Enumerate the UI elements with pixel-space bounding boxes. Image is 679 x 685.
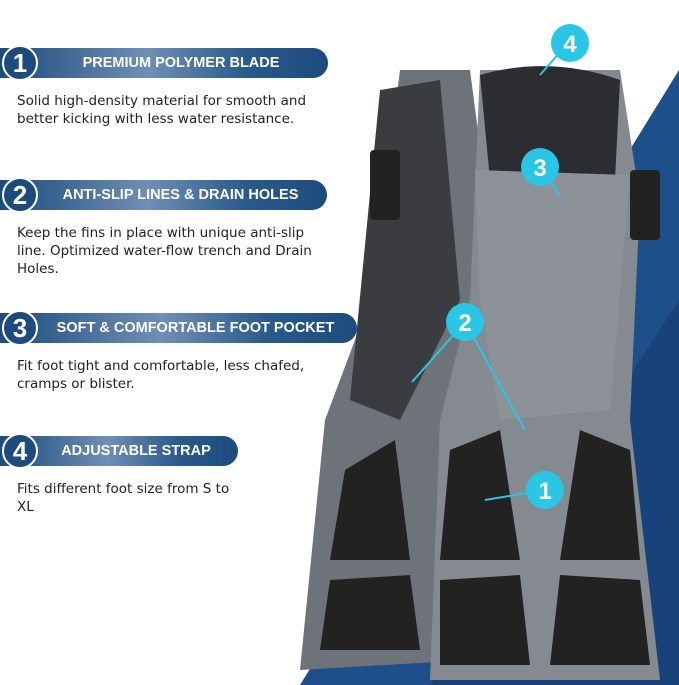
callout-2: 2: [458, 310, 471, 337]
feature-title: PREMIUM POLYMER BLADE: [82, 55, 280, 71]
feature-number: 1: [2, 45, 38, 81]
feature-title: ADJUSTABLE STRAP: [61, 443, 211, 459]
feature-description: Fits different foot size from S to XL: [17, 481, 230, 515]
right-fin: [370, 66, 660, 680]
feature-banner: 3 SOFT & COMFORTABLE FOOT POCKET: [0, 310, 357, 346]
feature-polymer-blade: 1 PREMIUM POLYMER BLADE Solid high-densi…: [0, 45, 328, 128]
feature-number: 4: [2, 433, 38, 469]
callout-1: 1: [538, 478, 551, 505]
feature-title: ANTI-SLIP LINES & DRAIN HOLES: [62, 187, 299, 203]
feature-number: 2: [2, 177, 38, 213]
feature-adjustable-strap: 4 ADJUSTABLE STRAP Fits different foot s…: [0, 433, 238, 516]
callout-4: 4: [563, 31, 577, 58]
feature-banner: 4 ADJUSTABLE STRAP: [0, 433, 238, 469]
feature-description: Solid high-density material for smooth a…: [17, 93, 307, 127]
feature-description: Keep the fins in place with unique anti-…: [17, 225, 312, 277]
feature-number: 3: [2, 310, 38, 346]
feature-banner: 2 ANTI-SLIP LINES & DRAIN HOLES: [0, 177, 327, 213]
feature-title: SOFT & COMFORTABLE FOOT POCKET: [56, 320, 335, 336]
feature-anti-slip: 2 ANTI-SLIP LINES & DRAIN HOLES Keep the…: [0, 177, 327, 278]
feature-banner: 1 PREMIUM POLYMER BLADE: [0, 45, 328, 81]
callout-markers: 1 2 3 4: [411, 24, 589, 509]
feature-foot-pocket: 3 SOFT & COMFORTABLE FOOT POCKET Fit foo…: [0, 310, 357, 393]
feature-description: Fit foot tight and comfortable, less cha…: [17, 358, 305, 392]
callout-3: 3: [533, 155, 546, 182]
